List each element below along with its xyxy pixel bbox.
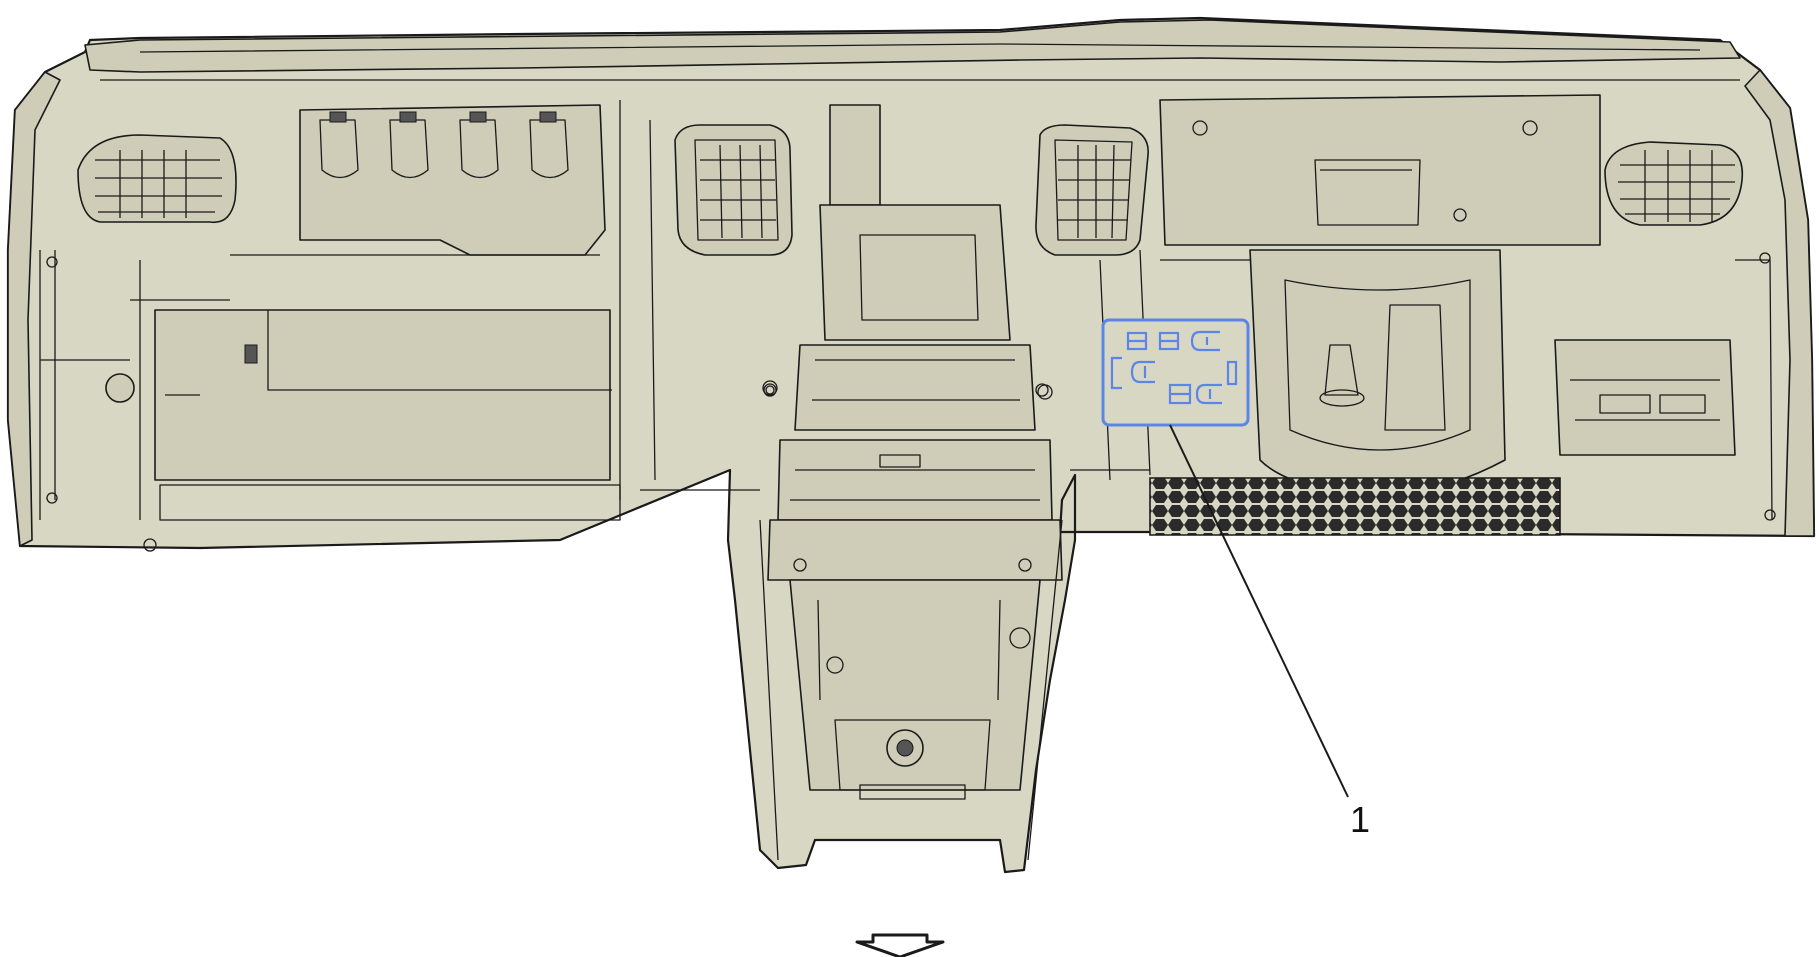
down-arrow-icon [855,933,945,957]
lower-grille [1149,477,1561,536]
callout-label-1: 1 [1350,799,1370,840]
leader-line-1 [1169,424,1349,798]
right-air-vent [1604,141,1744,226]
highlighted-component [1101,318,1250,427]
left-side-details [39,250,157,552]
left-air-vent [77,134,237,224]
upper-left-module [299,104,606,256]
lower-console [759,519,1063,861]
center-right-air-vent [1035,124,1149,256]
center-left-air-vent [674,124,793,256]
center-stack [763,104,1063,581]
right-upper-module [1159,94,1601,246]
glove-box-panel [130,260,621,521]
right-storage-cupholder [1249,249,1506,496]
right-switch-bank [1554,252,1776,521]
